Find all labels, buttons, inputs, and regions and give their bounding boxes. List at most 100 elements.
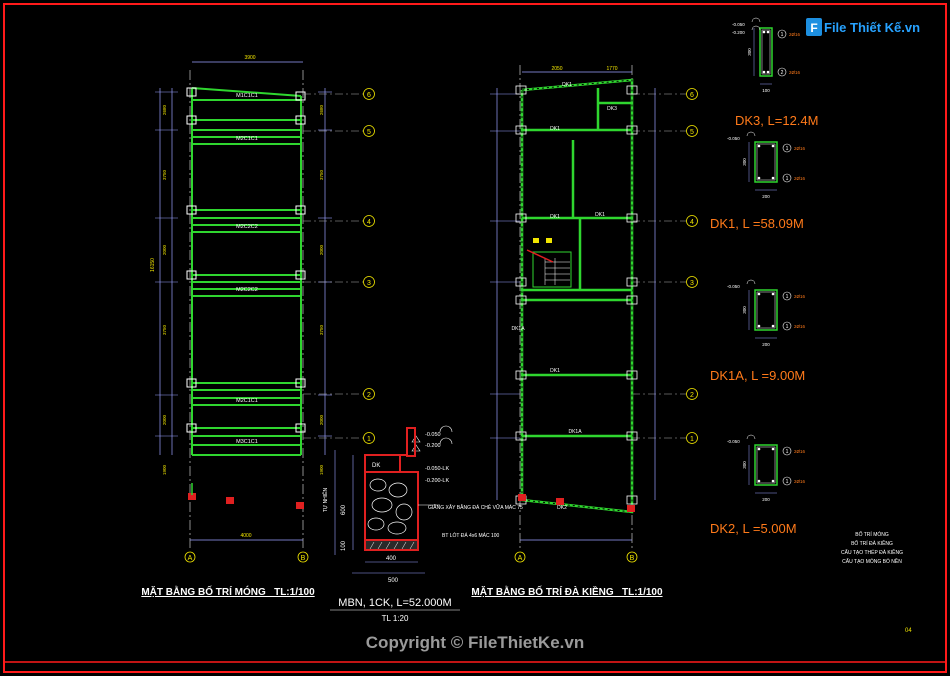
column-marker [295,91,306,101]
segment-dimension: 2000 [162,414,167,425]
axis-bubble [363,388,375,400]
bar-callout-number: 1 [786,479,789,485]
axis-number: 4 [367,219,371,226]
ground-beam-label: DK1 [550,126,560,132]
axis-bubble [363,276,375,288]
detail-height: 300 [742,158,747,166]
bar-callout [777,67,787,77]
beam-section-outline [759,27,773,77]
axis-bubble [363,125,375,137]
section-note-2: BT LÓT ĐÁ 4x6 MÁC 100 [442,532,500,539]
rebar-dot [757,324,761,328]
column-marker [626,125,638,135]
bar-callout-number: 1 [786,449,789,455]
axis-number: 2 [367,392,371,399]
foundation-beam-label: M2C2C2 [236,287,258,293]
rebar-dot [757,292,761,296]
bar-callout [777,29,787,39]
level-3: -0.050-LK [425,466,449,472]
stirrup [756,291,776,329]
segment-dimension-right: 2000 [319,414,324,425]
column-marker [515,295,527,305]
segment-dimension-right: 3750 [319,169,324,180]
segment-dimension: 3750 [162,169,167,180]
rubble-stones [367,478,413,535]
logo-icon-letter: F [810,21,817,35]
section-beam [364,454,401,473]
segment-dimension: 2000 [162,244,167,255]
foundation-beam-label: M2C2C2 [236,224,258,230]
bar-spec: 2Ø16 [794,294,806,299]
rebar-dot [766,30,770,34]
axis-number: 6 [367,92,371,99]
axis-bubble-right [686,215,698,227]
rebar-dot [757,447,761,451]
detail-level: -0.050 [727,284,740,289]
column-marker [186,115,197,125]
axis-number-right: 4 [690,219,694,226]
axis-number: 3 [367,280,371,287]
axis-letter-a-right: A [518,555,523,562]
foundation-beams [186,87,306,456]
right-top-dim-1: 2050 [551,66,562,72]
axis-bubble-a-right [514,551,526,563]
axis-bubble-right [686,432,698,444]
rebar-dot [757,144,761,148]
rebar-dot [771,292,775,296]
segment-dimension-right: 3750 [319,324,324,335]
detail-height: 300 [742,306,747,314]
rebar-dot [771,176,775,180]
foundation-section: -0.050 -0.200 -0.050-LK -0.200-LK DK [321,425,523,623]
column-marker [186,423,197,433]
axis-bubble-right [686,276,698,288]
legend-item: CẤU TẠO THÉP ĐÀ KIỀNG [841,549,903,556]
bar-callout [782,291,792,301]
beam-detail-title: DK1, L =58.09M [710,216,804,231]
legend-item: CẤU TẠO MÓNG BÓ NỀN [842,558,902,565]
axis-bubble-b [297,551,309,563]
beam-section-outline [754,141,778,183]
column-marker [186,378,197,388]
top-dimension: 3900 [244,55,255,61]
bar-callout-number: 1 [786,176,789,182]
section-lean-concrete [364,539,419,551]
beam-section-outline [754,444,778,486]
ground-beam-label: DK2 [557,505,567,511]
legend-item: BỐ TRÍ ĐÀ KIỀNG [851,540,893,547]
column-marker [515,431,527,441]
detail-level-arc [746,279,756,285]
beam-detail-title: DK3, L=12.4M [735,113,818,128]
axis-number-right: 3 [690,280,694,287]
column-marker [626,85,638,95]
axis-bubble-right [686,388,698,400]
bar-callout-number: 1 [786,324,789,330]
detail-level: -0.050 [732,22,745,27]
right-pier-1 [518,494,526,501]
pier-2 [226,497,234,504]
stirrup [761,29,771,75]
foundation-beam-line [191,87,302,97]
stair [526,238,572,288]
rebar-dot [771,479,775,483]
column-marker [295,378,306,388]
bar-callout-number: 1 [781,32,784,38]
detail-level-arc [751,17,761,23]
section-scale: TL 1:20 [382,614,409,623]
section-beam-label: DK [372,463,380,469]
ground-beam-label: DK1A [511,326,525,332]
column-marker [295,423,306,433]
stirrup [756,143,776,181]
axis-letter-a: A [188,555,193,562]
bar-spec: 2Ø16 [794,176,806,181]
detail-width: 200 [762,497,770,502]
detail-level-arc [746,131,756,137]
column-marker [515,125,527,135]
detail-level: -0.050 [727,439,740,444]
axis-number: 1 [367,436,371,443]
rebar-dot [757,176,761,180]
